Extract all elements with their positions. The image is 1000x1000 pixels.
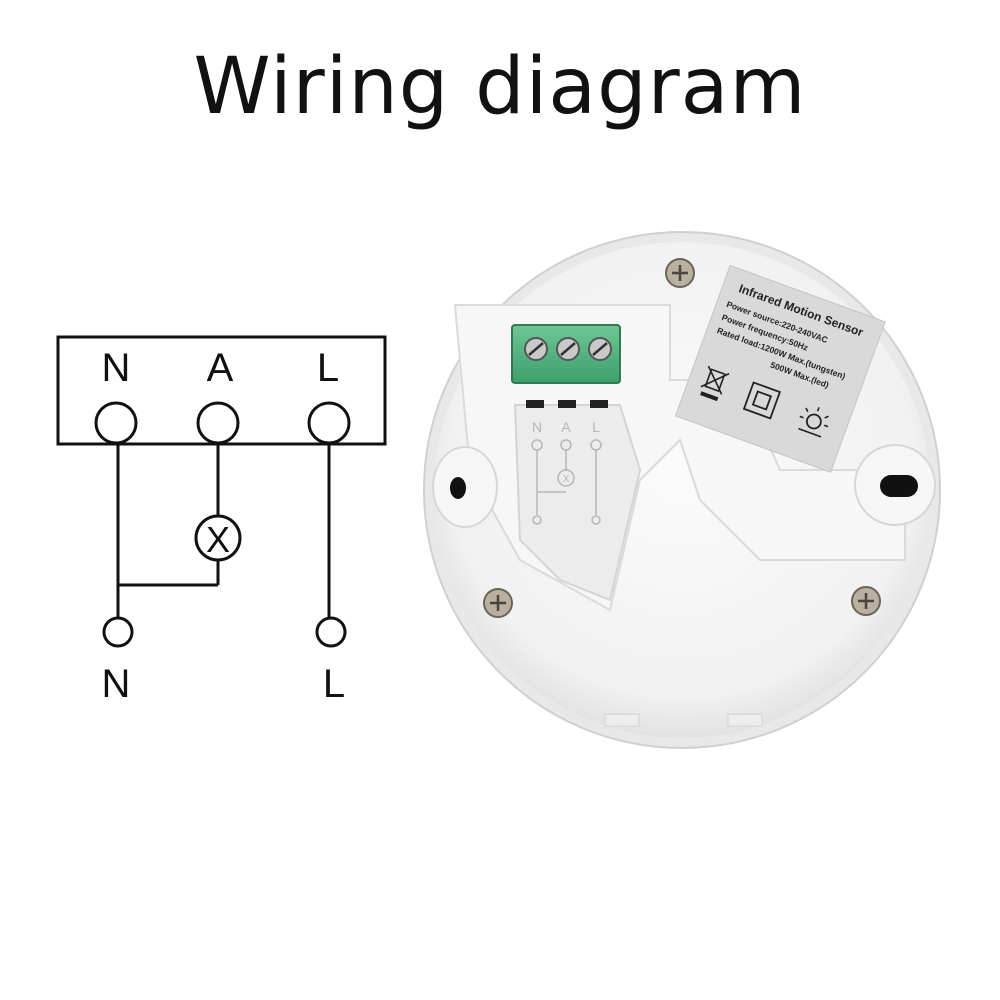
supply-circle-n bbox=[102, 616, 134, 648]
supply-label-n: N bbox=[102, 662, 131, 706]
lamp-symbol-label: X bbox=[206, 519, 230, 560]
molded-supply-l bbox=[591, 515, 601, 525]
screw-top-icon bbox=[665, 258, 695, 288]
wiring-channel bbox=[513, 404, 642, 602]
mounting-slot-right bbox=[854, 444, 936, 526]
terminal-label-a: A bbox=[207, 346, 234, 390]
molded-supply-n bbox=[532, 515, 542, 525]
terminal-label-n: N bbox=[102, 346, 131, 390]
supply-circle-l bbox=[315, 616, 347, 648]
terminal-slot-3 bbox=[590, 400, 608, 408]
bottom-notch-left bbox=[604, 713, 640, 727]
screw-left-icon bbox=[483, 588, 513, 618]
product-label-background bbox=[674, 264, 886, 473]
molded-terminal-l: L bbox=[592, 419, 600, 435]
terminal-block bbox=[511, 324, 621, 408]
terminal-circle-a bbox=[196, 401, 240, 445]
lamp-symbol bbox=[194, 514, 242, 562]
terminal-slot-1 bbox=[526, 400, 544, 408]
terminal-screw-1-slot bbox=[528, 342, 544, 356]
terminal-screw-3-slot bbox=[592, 342, 608, 356]
terminal-label-l: L bbox=[317, 346, 339, 390]
terminal-circle-l bbox=[307, 401, 351, 445]
mounting-slot-left bbox=[432, 446, 498, 528]
molded-terminal-n: N bbox=[532, 419, 542, 435]
terminal-slot-2 bbox=[558, 400, 576, 408]
page-title: Wiring diagram bbox=[193, 42, 807, 132]
terminal-screw-2-slot bbox=[560, 342, 576, 356]
molded-terminal-a: A bbox=[561, 419, 571, 435]
sensor-device: N A L X bbox=[423, 231, 941, 749]
molded-lamp-symbol bbox=[557, 469, 575, 487]
molded-lamp-label: X bbox=[563, 474, 570, 485]
terminal-circle-n bbox=[94, 401, 138, 445]
bottom-notch-right bbox=[727, 713, 763, 727]
screw-right-icon bbox=[851, 586, 881, 616]
weee-bin-icon bbox=[700, 365, 730, 402]
molded-legend: N A L X bbox=[531, 419, 602, 525]
double-insulation-icon bbox=[742, 381, 782, 420]
product-label: Infrared Motion Sensor Power source:220-… bbox=[674, 264, 886, 473]
lamp-icon bbox=[798, 407, 829, 438]
supply-label-l: L bbox=[323, 662, 345, 706]
